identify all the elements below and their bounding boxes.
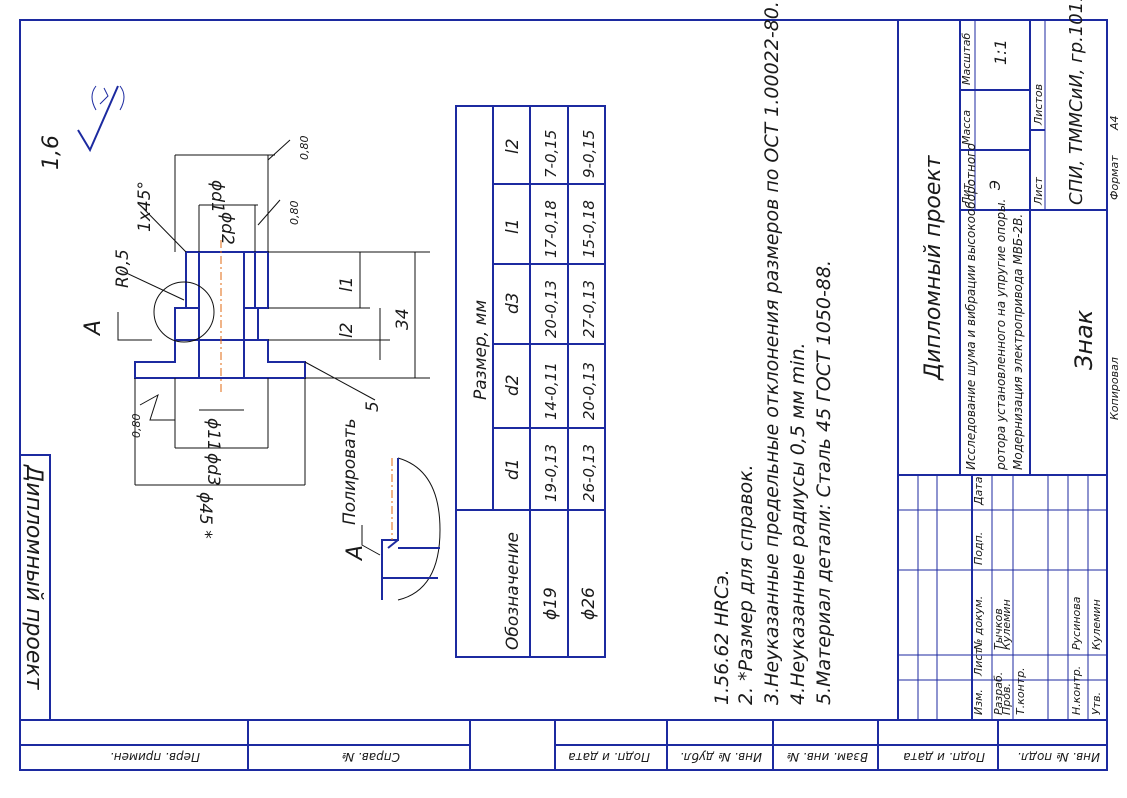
note-4: 4.Неуказанные радиусы 0,5 мм min. (787, 342, 809, 705)
strip-label: Инв. № подл. (1017, 750, 1100, 764)
tb-docno: № докум. (972, 596, 985, 651)
table-designation-header: Обозначение (503, 532, 523, 650)
table-cell: 14-0,11 (542, 362, 560, 420)
part-outline (134, 251, 306, 379)
strip-label: Инв. № дубл. (680, 750, 762, 764)
table-col-header: l1 (503, 218, 523, 234)
table-col-header: l2 (503, 138, 523, 154)
strip-label: Справ. № (342, 750, 400, 764)
dim-34: 34 (393, 308, 413, 330)
tb-sheets: Листов (1032, 84, 1045, 126)
table-designation: ϕ19 (541, 587, 561, 620)
dim-d45: ϕ45 * (195, 492, 215, 539)
table-cell: 19-0,13 (542, 444, 560, 502)
dim-radius: R0,5 (113, 249, 133, 288)
table-col-header: d3 (503, 292, 523, 314)
tb-list: Лист (972, 648, 985, 677)
dim-l1: l1 (337, 276, 357, 292)
table-col-header: d2 (503, 374, 523, 396)
tb-org: СПИ, ТММСиИ, гр.1011 (1066, 0, 1087, 205)
tb-scale-value: 1:1 (991, 39, 1010, 65)
tb-col-lit: Лит. (960, 180, 973, 206)
tb-project-title: Дипломный проект (921, 154, 946, 381)
tb-col-scale: Масштаб (960, 33, 973, 85)
table-cell: 27-0,13 (580, 280, 598, 338)
dim-5: 5 (363, 401, 383, 412)
roughness-check-icon (77, 85, 119, 153)
dim-l2: l2 (337, 322, 357, 338)
note-1: 1.56.62 HRCэ. (711, 569, 733, 705)
bottom-strip-labels: Перв. примен. Справ. № Подп. и дата Инв.… (110, 750, 1100, 764)
tb-sheet: Лист (1032, 177, 1045, 206)
tb-name: Русинова (1070, 596, 1083, 650)
polish-label: Полировать (340, 418, 360, 525)
table-col-header: d1 (503, 458, 523, 480)
polish-leader (361, 525, 381, 556)
tb-role: Н.контр. (1070, 666, 1083, 715)
dimensions (119, 139, 430, 486)
tb-role: Пров. (1000, 683, 1013, 715)
table-cell: 7-0,15 (542, 130, 560, 178)
detail-chamfer (387, 539, 399, 549)
table-cell: 20-0,13 (542, 280, 560, 338)
detail-arc (397, 457, 441, 601)
tb-format-value: А4 (1108, 115, 1121, 131)
table-cell: 26-0,13 (580, 444, 598, 502)
roughness-bracket-icon (91, 85, 125, 111)
tb-copied: Копировал (1108, 357, 1121, 420)
strip-label: Взам. инв. № (787, 750, 868, 764)
part-drawing: 1,6 A (39, 85, 441, 601)
dim-chamfer: 1x45° (135, 181, 155, 232)
dim-d11: ϕ11 (203, 418, 223, 451)
dim-d3: ϕd3 (203, 453, 223, 486)
detail-circle (153, 281, 215, 343)
rough-top2: 0,80 (288, 201, 301, 226)
tb-name: Кулемин (1000, 599, 1013, 650)
tb-topic-3: Модернизация электропривода МВБ-2В. (1011, 214, 1025, 470)
tb-part-name: Знак (1070, 309, 1098, 370)
tb-role: Т.контр. (1014, 667, 1027, 715)
tb-date: Дата (972, 476, 985, 506)
strip-label: Перв. примен. (110, 750, 200, 764)
view-a-label: A (81, 320, 106, 337)
strip-label: Подп. и дата (568, 750, 650, 764)
tb-name: Тычков (992, 608, 1005, 650)
view-a-detail-label: A (343, 545, 368, 562)
title-block: Дипломный проект Исследование шума и виб… (897, 0, 1121, 720)
rough-top1: 0,80 (298, 136, 311, 161)
table-designation: ϕ26 (579, 587, 599, 620)
tb-format-label: Формат (1108, 155, 1121, 200)
outer-frame (19, 19, 1108, 771)
strip-label: Подп. и дата (903, 750, 985, 764)
roughness-main: 1,6 (39, 135, 64, 170)
table-group-header: Размер, мм (471, 300, 491, 400)
tb-lit-value: Э (988, 180, 1004, 191)
rough-left: 0,80 (130, 414, 143, 439)
side-title-box (19, 454, 51, 721)
note-5: 5.Материал детали: Сталь 45 ГОСТ 1050-88… (813, 260, 835, 705)
detail-profile (381, 458, 399, 600)
notes: 1.56.62 HRCэ. 2. *Размер для справок. 3.… (711, 1, 835, 705)
tb-role: Разраб. (992, 672, 1005, 715)
table-cell: 9-0,15 (580, 130, 598, 178)
tb-izm: Изм. (972, 689, 985, 715)
note-3: 3.Неуказанные предельные отклонения разм… (761, 1, 783, 705)
tb-role: Утв. (1090, 692, 1103, 715)
tb-name: Кулемин (1090, 599, 1103, 650)
tb-col-mass: Масса (960, 110, 973, 145)
view-a-leader (117, 312, 152, 341)
table-cell: 15-0,18 (580, 200, 598, 258)
dim-d2: ϕd2 (217, 212, 237, 245)
tb-sign: Подп. (972, 532, 985, 565)
tb-topic-1: Исследование шума и вибрации высокооборо… (964, 143, 978, 470)
table-cell: 17-0,18 (542, 200, 560, 258)
tb-topic-2: ротора установленного на упругие опоры. (994, 199, 1008, 471)
note-2: 2. *Размер для справок. (735, 464, 757, 705)
size-table: Размер, мм Обозначение d1 d2 d3 l1 l2 ϕ1… (455, 105, 606, 658)
dim-d1: ϕd1 (207, 180, 227, 213)
table-cell: 20-0,13 (580, 362, 598, 420)
side-title: Дипломный проект (21, 464, 46, 691)
